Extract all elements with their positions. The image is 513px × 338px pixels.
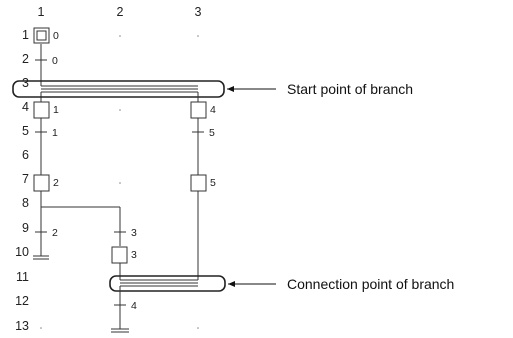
- transition-3-number: 3: [131, 227, 137, 239]
- branch-start-lines: [41, 85, 198, 93]
- transition-1-number: 1: [52, 127, 58, 139]
- step-2-number: 2: [53, 177, 59, 189]
- column-header-2: 2: [117, 5, 124, 19]
- row-number-9: 9: [22, 221, 29, 235]
- row-number-13: 13: [15, 319, 29, 333]
- transition-0-number: 0: [52, 55, 58, 67]
- transition-2-number: 2: [52, 227, 58, 239]
- step-1-box: [33, 101, 50, 119]
- row-number-6: 6: [22, 148, 29, 162]
- initial-step-inner-box: [36, 30, 47, 41]
- step-3-box: [111, 246, 128, 264]
- column-header-1: 1: [38, 5, 45, 19]
- step-4-box: [190, 101, 207, 119]
- row-number-2: 2: [22, 52, 29, 66]
- row-number-12: 12: [15, 294, 29, 308]
- branch-connection-highlight: [109, 275, 226, 292]
- step-5-number: 5: [210, 177, 216, 189]
- grid-dots: [40, 35, 199, 329]
- step-2-box: [33, 174, 50, 192]
- row-number-11: 11: [16, 270, 29, 284]
- transition-5-number: 5: [209, 127, 215, 139]
- branch-connection-label: Connection point of branch: [287, 276, 454, 292]
- transition-4-number: 4: [131, 300, 137, 312]
- step-1-number: 1: [53, 104, 59, 116]
- row-number-7: 7: [22, 172, 29, 186]
- row-number-10: 10: [15, 245, 29, 259]
- step-3-number: 3: [131, 249, 137, 261]
- branch-connection-lines: [120, 279, 198, 287]
- column-header-3: 3: [195, 5, 202, 19]
- step-5-box: [190, 174, 207, 192]
- row-number-1: 1: [22, 28, 29, 42]
- branch-start-label: Start point of branch: [287, 81, 413, 97]
- initial-step-number: 0: [53, 30, 59, 42]
- row-number-3: 3: [22, 76, 29, 90]
- branch-start-highlight: [12, 80, 225, 98]
- row-number-8: 8: [22, 196, 29, 210]
- step-4-number: 4: [210, 104, 216, 116]
- row-number-5: 5: [22, 124, 29, 138]
- row-number-4: 4: [22, 100, 29, 114]
